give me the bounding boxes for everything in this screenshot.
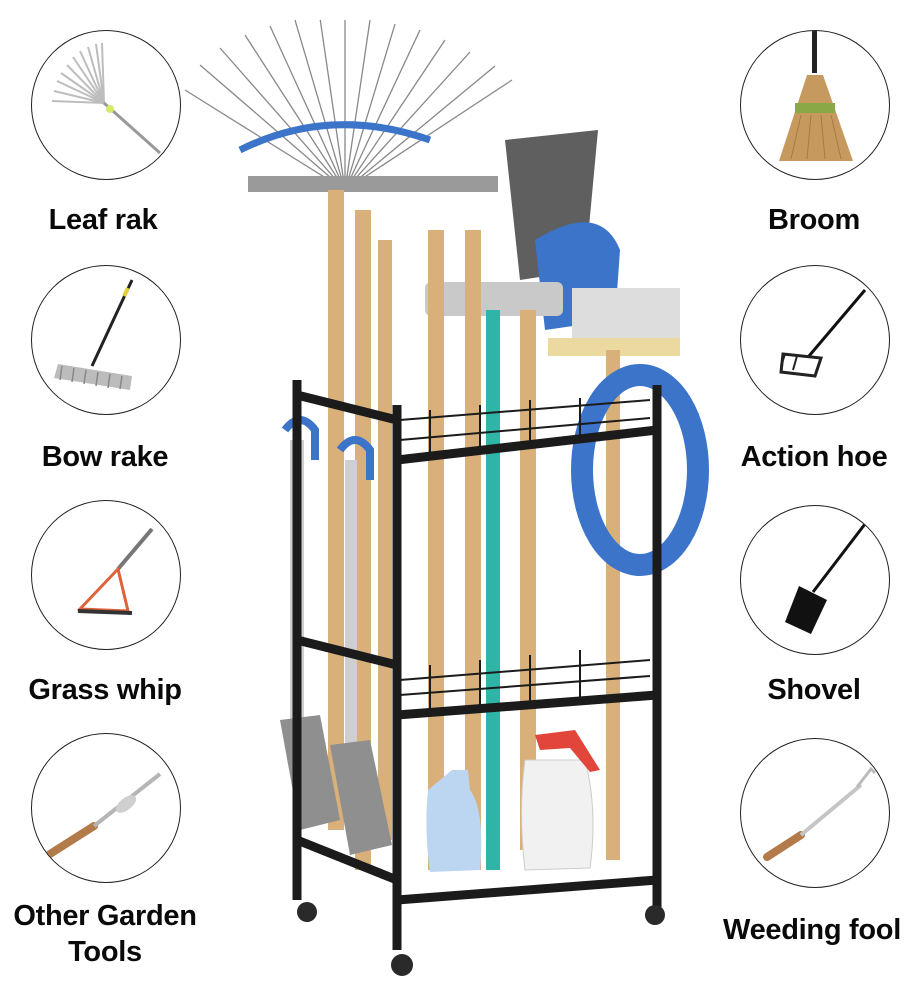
leaf-rake-tines bbox=[184, 17, 513, 191]
weeding-tool-label: Weeding fool bbox=[723, 914, 901, 946]
shovel-label: Shovel bbox=[767, 674, 861, 706]
tool-rack-image bbox=[180, 17, 720, 986]
rack-frame bbox=[292, 380, 662, 950]
broom-icon bbox=[779, 31, 853, 161]
bow-rake-circle bbox=[31, 265, 181, 415]
garden-tool-label-line2: Tools bbox=[68, 936, 142, 968]
leaf-rake-icon bbox=[51, 42, 161, 155]
bow-rake-icon bbox=[54, 279, 134, 390]
weeding-tool-circle bbox=[740, 738, 890, 888]
leaf-rake-circle bbox=[31, 30, 181, 180]
tool-rack-illustration bbox=[184, 17, 709, 976]
action-hoe-circle bbox=[740, 265, 890, 415]
weeding-tool-icon bbox=[763, 766, 877, 861]
garden-tool-label: Other Garden Tools bbox=[0, 898, 210, 970]
shovel-icon bbox=[785, 523, 867, 634]
garden-tool-icon bbox=[46, 772, 162, 858]
garden-tool-label-line1: Other Garden bbox=[13, 900, 197, 932]
shovel-circle bbox=[740, 505, 890, 655]
leaf-rake-label: Leaf rak bbox=[48, 204, 158, 236]
grass-whip-label: Grass whip bbox=[28, 674, 182, 706]
broom-label: Broom bbox=[768, 204, 860, 236]
grass-whip-circle bbox=[31, 500, 181, 650]
action-hoe-label: Action hoe bbox=[740, 441, 888, 473]
garden-tool-circle bbox=[31, 733, 181, 883]
broom-circle bbox=[740, 30, 890, 180]
grass-whip-icon bbox=[76, 527, 154, 615]
action-hoe-icon bbox=[779, 289, 867, 378]
bow-rake-label: Bow rake bbox=[41, 441, 169, 473]
